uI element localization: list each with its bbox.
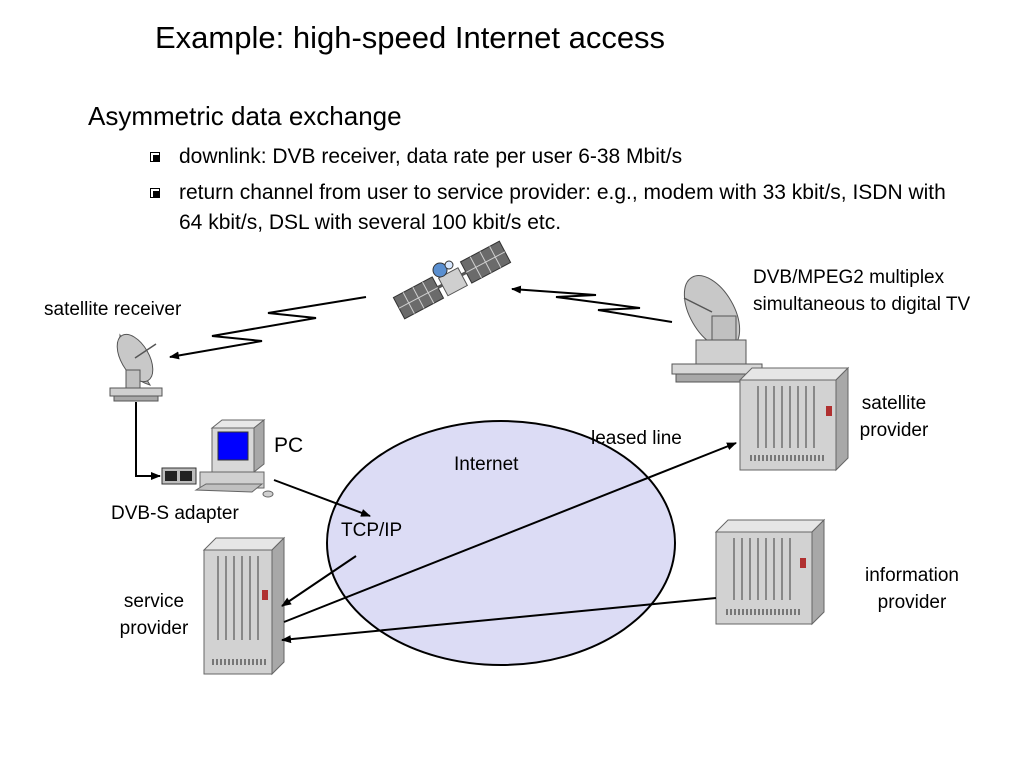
internet-label: Internet: [454, 454, 519, 475]
dvb-s-adapter-icon: [161, 467, 197, 485]
computer-icon: [194, 418, 274, 498]
bullet-marker-icon: [150, 188, 160, 198]
leased-line-arrow: [283, 442, 737, 623]
service-provider-label-line2: provider: [119, 618, 189, 639]
satellite-receiver-label: satellite receiver: [44, 299, 182, 320]
cable-receiver-to-adapter: [135, 402, 161, 480]
bullet-marker-icon: [150, 152, 160, 162]
information-provider-label-line1: information: [865, 565, 959, 586]
server-rack-icon: [202, 536, 286, 676]
dvb-s-adapter-label: DVB-S adapter: [111, 503, 239, 524]
satellite-icon: [392, 240, 512, 320]
bullet-text: downlink: DVB receiver, data rate per us…: [179, 145, 683, 168]
information-provider-label-line2: provider: [877, 592, 947, 613]
pc-label: PC: [274, 434, 304, 457]
multiplex-label-line1: DVB/MPEG2 multiplex: [753, 267, 945, 288]
pc-to-tcpip-arrow: [273, 479, 371, 517]
information-provider-arrow: [281, 597, 717, 644]
satellite-provider-label-line1: satellite: [861, 393, 927, 414]
tcpip-to-service-provider-arrow: [281, 555, 357, 607]
section-heading: Asymmetric data exchange: [88, 101, 402, 131]
service-provider-label-line1: service: [123, 591, 185, 612]
internet-cloud: [326, 420, 676, 666]
tcp-ip-label: TCP/IP: [341, 520, 403, 541]
multiplex-label-line2: simultaneous to digital TV: [753, 294, 971, 315]
satellite-provider-label-line2: provider: [859, 420, 929, 441]
bullet-text: return channel from user to service prov…: [179, 181, 946, 234]
leased-line-label: leased line: [591, 428, 682, 449]
slide-title: Example: high-speed Internet access: [155, 20, 666, 55]
server-rack-icon: [738, 366, 850, 472]
satellite-dish-icon: [109, 333, 163, 402]
uplink-zigzag: [511, 285, 673, 323]
uplink-dish-icon: [671, 275, 763, 383]
server-rack-icon: [714, 518, 826, 626]
downlink-zigzag: [169, 296, 367, 360]
